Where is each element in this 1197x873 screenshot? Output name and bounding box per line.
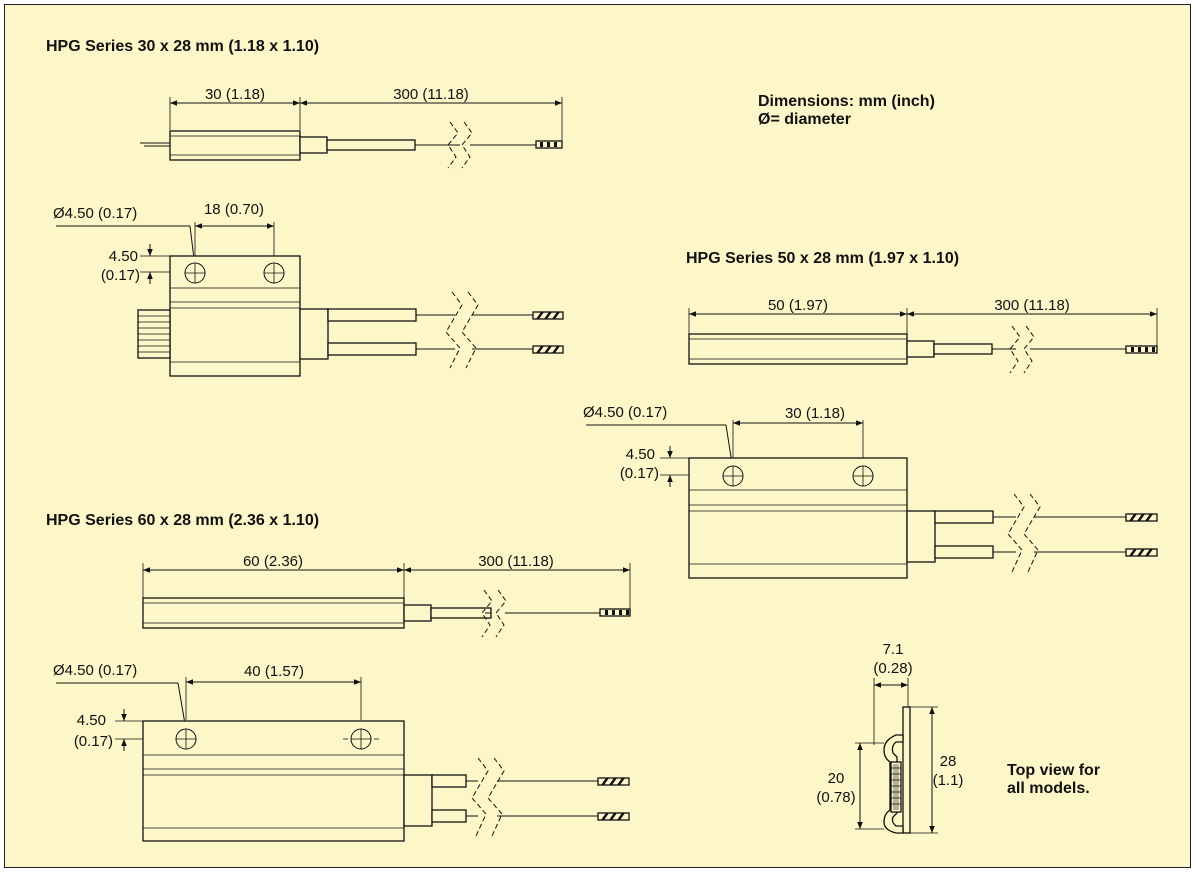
top-view-height-mm: 28 (940, 753, 957, 770)
hpg30-section: HPG Series 30 x 28 mm (1.18 x 1.10) 30 (… (46, 38, 564, 377)
hpg50-edge-in: (0.17) (620, 465, 659, 482)
top-view-height-in: (1.1) (933, 772, 964, 789)
hpg50-cable-dim: 300 (11.18) (994, 297, 1070, 314)
hpg30-edge-in: (0.17) (101, 267, 140, 284)
top-view-thickness-in: (0.28) (873, 660, 912, 677)
hpg60-title: HPG Series 60 x 28 mm (2.36 x 1.10) (46, 512, 319, 529)
hpg60-cable-dim: 300 (11.18) (478, 553, 554, 570)
diameter-note: Ø= diameter (758, 111, 851, 128)
hpg60-edge-in: (0.17) (74, 733, 113, 750)
dimensions-note: Dimensions: mm (inch) (758, 93, 935, 110)
hpg60-edge-mm: 4.50 (77, 712, 106, 729)
hpg30-hole-dia: Ø4.50 (0.17) (53, 205, 137, 222)
hpg30-cable-dim: 300 (11.18) (393, 86, 469, 103)
top-view-section: 7.1 (0.28) 28 (1.1) 20 (0.78) (816, 641, 964, 834)
top-view-inner-mm: 20 (828, 770, 845, 787)
hpg60-hole-dia: Ø4.50 (0.17) (53, 662, 137, 679)
hpg30-hole-spacing: 18 (0.70) (204, 201, 264, 218)
top-view-thickness-mm: 7.1 (883, 641, 904, 658)
hpg60-section: HPG Series 60 x 28 mm (2.36 x 1.10) 60 (… (46, 512, 631, 842)
hpg30-edge-mm: 4.50 (109, 248, 138, 265)
hpg60-hole-spacing: 40 (1.57) (244, 663, 304, 680)
top-view-inner-in: (0.78) (816, 789, 855, 806)
hpg50-length-dim: 50 (1.97) (768, 297, 828, 314)
top-view-note-2: all models. (1007, 780, 1090, 797)
hpg50-hole-spacing: 30 (1.18) (785, 405, 845, 422)
hpg30-title: HPG Series 30 x 28 mm (1.18 x 1.10) (46, 38, 319, 55)
top-view-note-1: Top view for (1007, 762, 1100, 779)
hpg50-edge-mm: 4.50 (626, 446, 655, 463)
hpg60-length-dim: 60 (2.36) (243, 553, 303, 570)
hpg50-title: HPG Series 50 x 28 mm (1.97 x 1.10) (686, 250, 959, 267)
hpg50-hole-dia: Ø4.50 (0.17) (583, 404, 667, 421)
hpg50-section: HPG Series 50 x 28 mm (1.97 x 1.10) 50 (… (583, 250, 1158, 579)
hpg30-length-dim: 30 (1.18) (205, 86, 265, 103)
